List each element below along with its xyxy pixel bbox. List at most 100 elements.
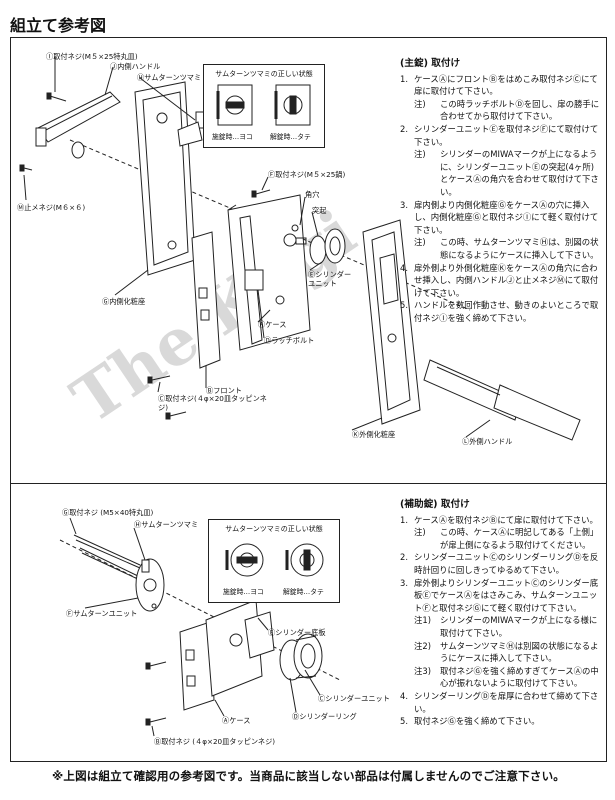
label-aux-cylinder-ring: Ⓓシリンダーリング [292,712,357,721]
label-main-cylinder-unit: Ⓔシリンダーユニット [308,270,352,288]
note-text: 取付ネジⒼを強く締めすぎてケースⒶの中心が振れないように取付けて下さい。 [440,665,599,689]
outer-escutcheon [362,219,421,425]
label-main-screw-c: Ⓒ取付ネジ(４φ×20皿タッピンネジ) [158,394,267,412]
note-label: 注) [414,527,426,538]
thumbturn-knob [177,111,207,147]
instruction-step: 5. ハンドルを数回作動させ、動きのよいところで取付ネジⒾを強く締めて下さい。 [400,299,600,324]
label-main-screw-i: Ⓘ取付ネジ(M５×25特丸皿) [46,52,138,61]
thumbturn-state-icons [216,84,311,126]
step-text: 扉外側より外側化粧座ⓀをケースⒶの角穴に合わせ挿入し、内側ハンドルⒿと止メネジⓂ… [414,262,599,298]
step-text: シリンダーリングⒹを扉厚に合わせて締めて下さい。 [414,690,599,714]
step-text: シリンダーユニットⒺを取付ネジⒻにて取付けて下さい。 [414,123,599,147]
aux-cylinder-unit [279,633,323,681]
main-lock-instructions: (主錠) 取付け 1.ケースⒶにフロントⒷをはめこみ取付ネジⒸにて扉に取付けて下… [400,58,600,324]
screw-icon [46,92,67,102]
step-number: 2. [400,123,408,134]
label-aux-thumbturn: Ⓗサムターンツマミ [134,520,199,529]
label-aux-cylinder-base: Ⓔシリンダー底板 [268,628,326,637]
front-plate [191,231,221,369]
label-main-inner-escutcheon: Ⓖ内側化粧座 [102,297,146,306]
note-label: 注) [414,98,426,109]
label-main-outside-handle: Ⓛ外側ハンドル [462,437,513,446]
lock-case [227,194,311,351]
instruction-step: 2. シリンダーユニットⒺを取付ネジⒻにて取付けて下さい。 [400,123,600,148]
step-number: 5. [400,300,408,311]
thumbturn-state-box-main: サムターンツマミの正しい状態 施錠時…ヨコ 解錠時…タテ [203,64,325,148]
note-label: 注2) [414,640,431,651]
instruction-step: 1. ケースⒶにフロントⒷをはめこみ取付ネジⒸにて扉に取付けて下さい。 [400,73,600,98]
aux-lock-heading: (補助錠) 取付け [400,499,470,510]
instruction-step: 3. 扉外側よりシリンダーユニットⒸのシリンダー底板ⒺでケースⒶをはさみこみ、サム… [400,577,600,615]
note-text: シリンダーのMIWAマークが上になるように、シリンダーユニットⒺの突起(4ヶ所)… [440,149,599,197]
thumbturn-unit [135,558,165,612]
instruction-step: 1. ケースⒶを取付ネジⒷにて扉に取付けて下さい。 [400,514,600,527]
thumbturn-box-title: サムターンツマミの正しい状態 [215,70,313,78]
step-number: 4. [400,690,408,701]
step-note: 注) この時、ケースⒶに明記してある「上側」が扉上側になるよう取付けてください。 [400,526,600,551]
label-aux-case: Ⓐケース [222,716,251,725]
unlocked-state-label: 解錠時…タテ [270,133,311,141]
section-divider [10,483,607,484]
cylinder-base-plate [244,611,275,659]
step-number: 3. [400,199,408,210]
label-main-latch-bolt: Ⓓラッチボルト [264,336,315,345]
instruction-step: 4. 扉外側より外側化粧座ⓀをケースⒶの角穴に合わせ挿入し、内側ハンドルⒿと止メネ… [400,262,600,300]
step-text: ハンドルを数回作動させ、動きのよいところで取付ネジⒾを強く締めて下さい。 [414,300,599,323]
inside-handle [35,91,121,159]
screw-icon [165,411,187,420]
note-text: シリンダーのMIWAマークが上になる様に取付けて下さい。 [440,615,598,638]
instruction-step: 2.シリンダーユニットⒸのシリンダーリングⒹを反時計回りに回しきってゆるめて下さ… [400,551,600,576]
step-text: 取付ネジⒼを強く締めて下さい。 [414,716,540,727]
step-text: シリンダーユニットⒸのシリンダーリングⒹを反時計回りに回しきってゆるめて下さい。 [414,552,599,575]
note-label: 注1) [414,615,431,626]
aux-lock-instructions: (補助錠) 取付け 1. ケースⒶを取付ネジⒷにて扉に取付けて下さい。注) この時、… [400,499,600,728]
step-text: ケースⒶを取付ネジⒷにて扉に取付けて下さい。 [414,514,598,525]
diagram-frame [10,37,607,762]
label-main-case: Ⓐケース [258,320,287,329]
thumbturn-state-box-aux: サムターンツマミの正しい状態 施錠時…ヨコ 解錠時…タテ [208,519,340,603]
instruction-step: 5. 取付ネジⒼを強く締めて下さい。 [400,715,600,728]
step-note: 注1) シリンダーのMIWAマークが上になる様に取付けて下さい。 [400,614,600,639]
step-note: 注3) 取付ネジⒼを強く締めすぎてケースⒶの中心が振れないように取付けて下さい。 [400,665,600,690]
screw-icon [79,547,143,582]
instruction-step: 4. シリンダーリングⒹを扉厚に合わせて締めて下さい。 [400,690,600,715]
thumbturn-box-title: サムターンツマミの正しい状態 [225,525,323,533]
label-main-front: Ⓑフロント [206,386,242,395]
label-main-inside-handle: Ⓙ内側ハンドル [110,62,161,71]
step-number: 1. [400,514,408,525]
note-text: この時ラッチボルトⒹを回し、扉の勝手に合わせてから取付けて下さい。 [440,98,600,122]
thumbturn-state-icons [225,543,324,577]
screw-icon [73,534,141,569]
note-label: 注) [414,149,426,160]
label-aux-thumbturn-unit: Ⓕサムターンユニット [66,609,138,618]
note-text: この時、サムターンツマミⒽは、別図の状態になるようにケースに挿入して下さい。 [440,237,599,260]
label-main-set-screw: Ⓜ止メネジ(M６×６) [17,203,86,212]
unlocked-state-label: 解錠時…タテ [283,588,324,596]
cylinder-unit [295,228,346,265]
step-number: 4. [400,262,408,273]
step-note: 注) この時ラッチボルトⒹを回し、扉の勝手に合わせてから取付けて下さい。 [400,98,600,123]
note-text: サムターンツマミⒽは別図の状態になるようにケースに挿入して下さい。 [440,640,599,664]
locked-state-label: 施錠時…ヨコ [223,588,264,596]
step-text: 扉内側より内側化粧座ⒼをケースⒶの穴に挿入し、内側化粧座Ⓖと取付ネジⒾにて軽く取… [414,199,599,235]
note-label: 注3) [414,665,431,676]
label-aux-cylinder-unit: Ⓒシリンダーユニット [318,694,390,703]
screw-icon [147,375,171,384]
label-main-thumbturn: Ⓗサムターンツマミ [137,73,202,82]
instruction-step: 3. 扉内側より内側化粧座ⒼをケースⒶの穴に挿入し、内側化粧座Ⓖと取付ネジⒾにて軽… [400,199,600,237]
outside-handle [423,359,581,441]
screw-icon [19,164,33,172]
step-text: ケースⒶにフロントⒷをはめこみ取付ネジⒸにて扉に取付けて下さい。 [414,73,598,97]
step-number: 3. [400,577,408,588]
step-number: 5. [400,716,408,727]
step-number: 1. [400,73,408,84]
screw-icon [145,717,167,726]
step-text: 扉外側よりシリンダーユニットⒸのシリンダー底板ⒺでケースⒶをはさみこみ、サムター… [414,577,599,613]
locked-state-label: 施錠時…ヨコ [212,133,253,141]
note-text: この時、ケースⒶに明記してある「上側」が扉上側になるよう取付けてください。 [440,527,599,550]
step-note: 注) シリンダーのMIWAマークが上になるように、シリンダーユニットⒺの突起(4ヶ… [400,148,600,198]
step-note: 注2) サムターンツマミⒽは別図の状態になるようにケースに挿入して下さい。 [400,640,600,665]
label-main-square-hole: 角穴 [305,190,320,199]
